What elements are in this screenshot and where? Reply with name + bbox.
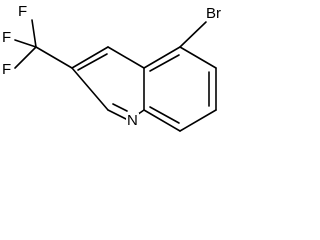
bond-n-c2	[107, 109, 127, 120]
bond-c2-c3	[71, 67, 109, 111]
fluorine-atom-label-top: F	[17, 3, 29, 20]
fluorine-atom-label-bottom: F	[1, 61, 13, 78]
bond-c3-c4-double	[77, 53, 108, 71]
bond-c7-c8	[179, 109, 217, 132]
bond-n-c2-double	[112, 103, 128, 112]
bond-cf3-f-top	[31, 19, 37, 48]
structure-diagram: Br F F F N	[0, 0, 222, 138]
bond-c5-br	[179, 21, 207, 48]
bond-c4a-c5	[143, 46, 181, 69]
bond-c4a-c5-double	[149, 54, 180, 72]
bond-cf3-f-bottom	[14, 46, 37, 69]
bond-c8-c8a	[143, 109, 181, 132]
bond-c8-c8a-double	[149, 106, 180, 124]
bond-cf3-ring	[35, 46, 73, 69]
bond-c4-c4a	[107, 46, 145, 69]
nitrogen-atom-label: N	[126, 112, 139, 129]
bond-cf3-f-left	[14, 39, 37, 48]
bond-c5-c6	[179, 46, 217, 69]
bromine-atom-label: Br	[205, 5, 222, 22]
molecule-bonds	[14, 19, 217, 132]
bond-c3-c4	[71, 46, 109, 69]
fluorine-atom-label-middle: F	[1, 29, 13, 46]
